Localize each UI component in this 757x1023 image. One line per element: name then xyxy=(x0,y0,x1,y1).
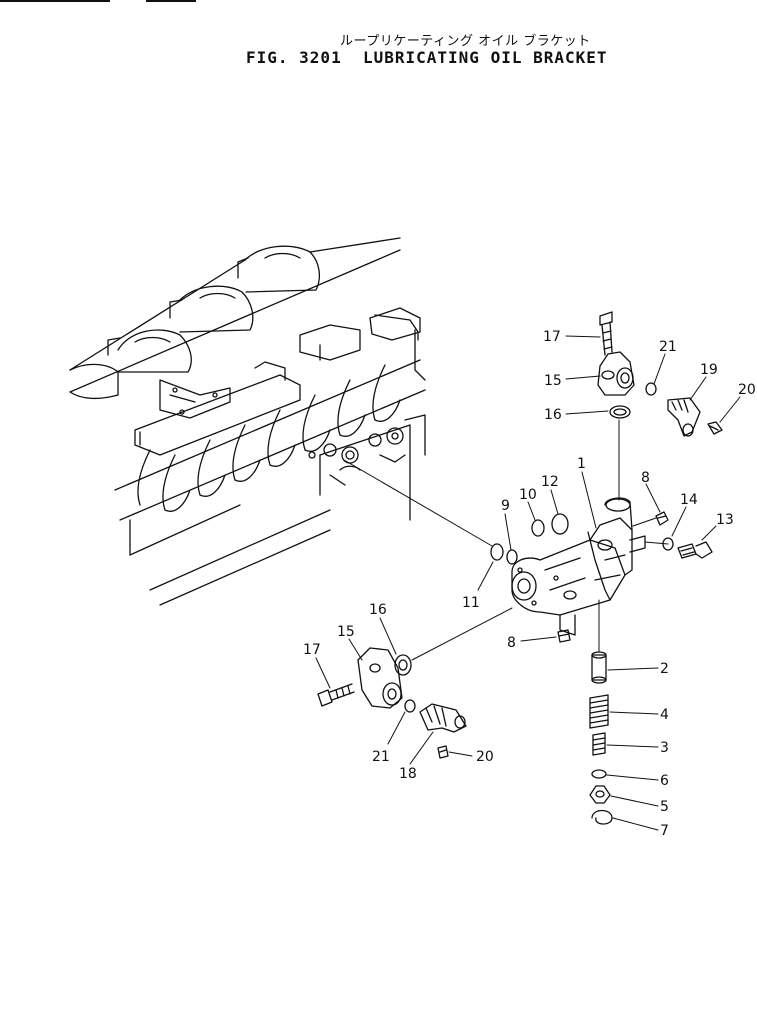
callout-14: 14 xyxy=(680,492,698,508)
o-ring-9 xyxy=(506,549,518,565)
callout-12: 12 xyxy=(541,474,559,490)
engine-block-illustration xyxy=(69,237,426,606)
callout-1: 1 xyxy=(577,456,586,472)
plug-8-upper xyxy=(655,511,669,526)
callout-20-lower: 20 xyxy=(476,749,494,765)
o-ring-10 xyxy=(531,519,545,537)
callout-8-lower: 8 xyxy=(507,635,516,651)
gasket-16-upper-inner xyxy=(613,408,627,416)
connector-18 xyxy=(419,703,467,733)
plug-8-lower xyxy=(557,629,571,643)
o-ring-11 xyxy=(490,543,504,561)
o-ring-21-upper xyxy=(645,382,657,396)
gasket-16-lower-inner xyxy=(398,659,408,671)
callout-10: 10 xyxy=(519,487,537,503)
callout-13: 13 xyxy=(716,512,734,528)
callout-15-upper: 15 xyxy=(544,373,562,389)
lower-elbow-assembly xyxy=(317,647,403,709)
top-rule-right xyxy=(146,0,196,2)
callout-11: 11 xyxy=(462,595,480,611)
callout-7: 7 xyxy=(660,823,669,839)
callout-5: 5 xyxy=(660,799,669,815)
bolt-13 xyxy=(677,541,713,559)
title-japanese: ループリケーティング オイル ブラケット xyxy=(340,34,591,49)
callout-19: 19 xyxy=(700,362,718,378)
oil-bracket-body xyxy=(511,497,646,636)
figure-number: FIG. 3201 xyxy=(246,48,342,67)
callout-6: 6 xyxy=(660,773,669,789)
callout-16-upper: 16 xyxy=(544,407,562,423)
callout-17-upper: 17 xyxy=(543,329,561,345)
callout-8-upper: 8 xyxy=(641,470,650,486)
callout-16-lower: 16 xyxy=(369,602,387,618)
callout-9: 9 xyxy=(501,498,510,514)
callout-4: 4 xyxy=(660,707,669,723)
callout-17-lower: 17 xyxy=(303,642,321,658)
callout-3: 3 xyxy=(660,740,669,756)
upper-elbow-assembly xyxy=(597,311,635,396)
figure-title: FIG. 3201 LUBRICATING OIL BRACKET xyxy=(246,48,608,67)
callout-2: 2 xyxy=(660,661,669,677)
callout-18: 18 xyxy=(399,766,417,782)
leader-lines xyxy=(315,335,741,831)
assembly-lines xyxy=(343,419,669,661)
valve-stack xyxy=(589,651,613,825)
plug-20-lower xyxy=(437,745,449,759)
gasket-16-lower xyxy=(394,654,412,676)
callout-labels: 17 15 16 21 19 20 1 8 14 13 12 10 9 11 8… xyxy=(303,329,756,839)
figure-name: LUBRICATING OIL BRACKET xyxy=(362,48,608,67)
plug-20-upper xyxy=(707,421,723,435)
callout-21-upper: 21 xyxy=(659,339,677,355)
o-ring-12 xyxy=(551,513,569,535)
callout-21-lower: 21 xyxy=(372,749,390,765)
callout-15-lower: 15 xyxy=(337,624,355,640)
connector-19 xyxy=(667,397,701,437)
gasket-16-upper xyxy=(609,405,631,419)
o-ring-21-lower xyxy=(404,699,416,713)
top-rule-left xyxy=(0,0,110,2)
callout-20-upper: 20 xyxy=(738,382,756,398)
